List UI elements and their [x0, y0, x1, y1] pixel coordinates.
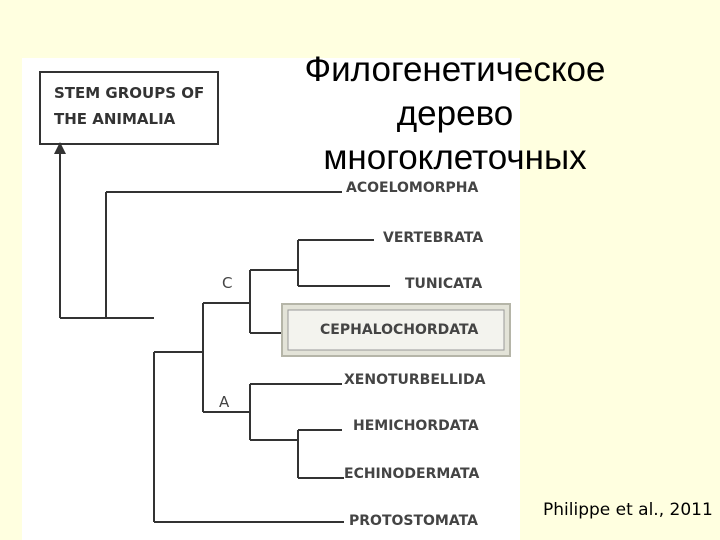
- slide-title: Филогенетическое дерево многоклеточных: [304, 50, 606, 177]
- taxon-vertebrata: VERTEBRATA: [383, 230, 483, 246]
- taxon-acoelomorpha: ACOELOMORPHA: [346, 180, 478, 196]
- stem-groups-line-1: STEM GROUPS OF: [54, 84, 204, 102]
- taxon-protostomata: PROTOSTOMATA: [349, 513, 478, 529]
- taxon-hemichordata: HEMICHORDATA: [353, 418, 479, 434]
- node-label-c: C: [222, 274, 232, 292]
- highlight-box-inner: [287, 309, 505, 351]
- citation: Philippe et al., 2011: [543, 500, 713, 520]
- node-label-a: A: [219, 393, 230, 411]
- root-arrowhead: [54, 142, 66, 154]
- stem-groups-line-2: THE ANIMALIA: [54, 110, 176, 128]
- taxon-echinodermata: ECHINODERMATA: [344, 466, 479, 482]
- taxon-tunicata: TUNICATA: [405, 276, 482, 292]
- taxon-xenoturbellida: XENOTURBELLIDA: [344, 372, 486, 388]
- tree-branches: [60, 191, 390, 523]
- taxon-cephalochordata: CEPHALOCHORDATA: [320, 322, 478, 338]
- stem-groups-box: [39, 71, 219, 145]
